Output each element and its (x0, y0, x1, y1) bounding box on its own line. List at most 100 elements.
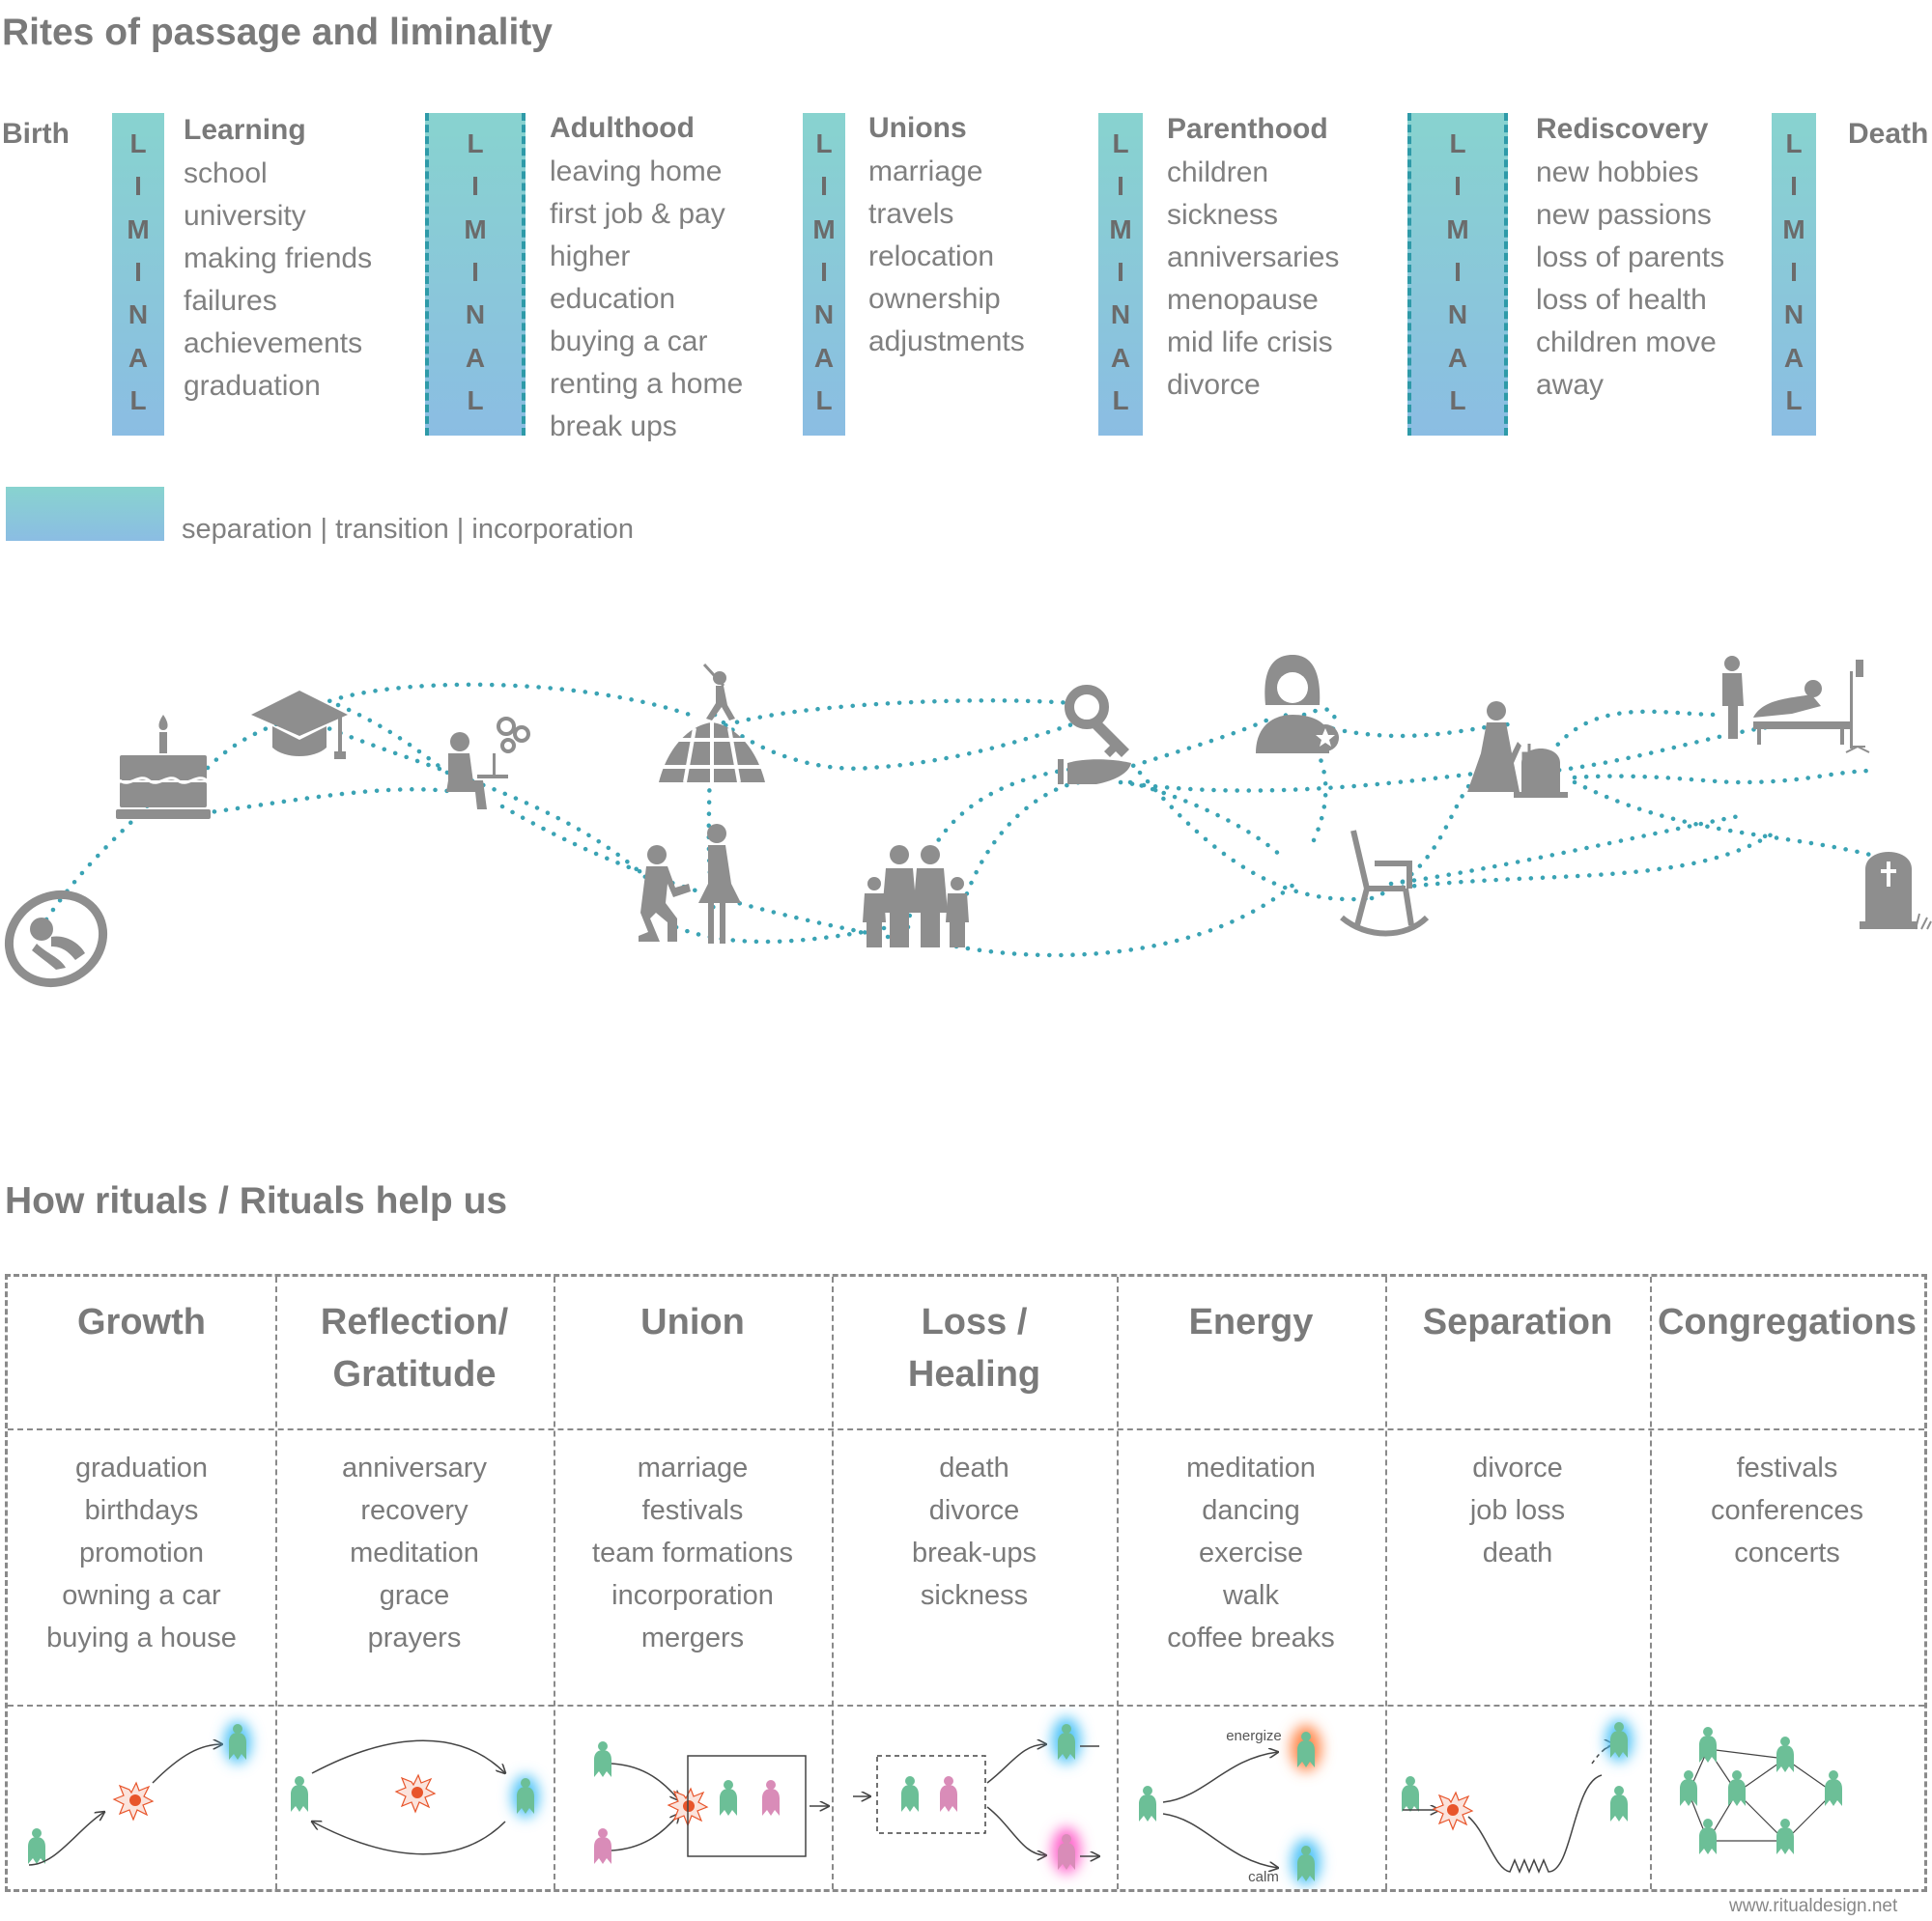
column-heading: Union (640, 1302, 745, 1342)
journey-paths (43, 682, 1891, 958)
tombstone-icon (1860, 852, 1932, 930)
col-divider (1385, 1277, 1387, 1889)
col-divider (275, 1277, 277, 1889)
phase-title: Adulthood (550, 112, 695, 144)
col-divider (1650, 1277, 1652, 1889)
phase-item: school (184, 157, 268, 189)
site-credit: www.ritualdesign.net (1729, 1896, 1898, 1916)
reflection-diagram (291, 1739, 539, 1855)
phase-item: mid life crisis (1167, 326, 1333, 358)
phase-item: first job & pay (550, 198, 725, 230)
phase-title: Rediscovery (1536, 113, 1709, 145)
col-divider (1117, 1277, 1119, 1889)
mourner-at-grave-icon (1467, 701, 1568, 798)
phase-item: adjustments (868, 325, 1025, 357)
rocking-chair-icon (1340, 830, 1430, 937)
mother-icon (1256, 655, 1339, 753)
phase-item: new hobbies (1536, 156, 1699, 188)
section-title-rituals: How rituals / Rituals help us (5, 1180, 508, 1222)
phase-item: break ups (550, 410, 677, 442)
phase-item: travels (868, 198, 954, 230)
death-label: Death (1848, 118, 1929, 150)
column-heading: Energy (1188, 1302, 1314, 1342)
climber-on-summit-icon (659, 663, 765, 783)
phase-item: loss of parents (1536, 241, 1725, 273)
loss-healing-diagram (853, 1717, 1099, 1874)
congregations-diagram (1680, 1727, 1842, 1854)
phase-item: graduation (184, 370, 321, 402)
phase-adulthood: Adulthood leaving home first job & pay h… (550, 112, 743, 448)
birth-label: Birth (2, 118, 70, 150)
energy-diagram: energize calm (1139, 1725, 1321, 1885)
union-diagram (594, 1741, 829, 1864)
phase-item: failures (184, 285, 277, 317)
section-title-rites: Rites of passage and liminality (2, 12, 553, 53)
phase-parenthood: Parenthood children sickness anniversari… (1167, 113, 1339, 407)
phase-item: renting a home (550, 368, 744, 400)
family-icon (863, 845, 969, 947)
phase-item: buying a car (550, 325, 708, 357)
hospital-bed-icon (1722, 656, 1870, 753)
phase-item: menopause (1167, 284, 1319, 316)
phase-item: sickness (1167, 199, 1279, 231)
house-key-icon (1058, 685, 1131, 784)
col-divider (554, 1277, 555, 1889)
phase-item: anniversaries (1167, 241, 1340, 273)
phase-rediscovery: Rediscovery new hobbies new passions los… (1536, 113, 1724, 407)
phase-item: achievements (184, 327, 363, 359)
column-heading: Loss /Healing (907, 1302, 1041, 1395)
life-journey-map (4, 655, 1932, 988)
phase-item: divorce (1167, 369, 1261, 401)
phase-item: ownership (868, 283, 1001, 315)
column-heading: Congregations (1657, 1302, 1918, 1342)
phase-title: Parenthood (1167, 113, 1328, 145)
phase-item: marriage (868, 155, 983, 187)
phase-item: higher (550, 240, 631, 272)
worker-at-desk-icon (446, 717, 530, 809)
phase-item: making friends (184, 242, 373, 274)
phase-item: university (184, 200, 306, 232)
phase-item: away (1536, 369, 1605, 401)
phase-item: relocation (868, 240, 995, 272)
column-heading: Growth (77, 1302, 206, 1342)
phase-item: children move (1536, 326, 1717, 358)
legend-swatch (6, 487, 164, 541)
col-divider (832, 1277, 834, 1889)
separation-diagram (1402, 1719, 1633, 1874)
phase-item: new passions (1536, 199, 1712, 231)
row-divider (8, 1705, 1924, 1707)
column-heading: Separation (1422, 1302, 1613, 1342)
legend-text: separation | transition | incorporation (182, 514, 635, 545)
row-divider (8, 1428, 1924, 1430)
phase-item: leaving home (550, 155, 723, 187)
energize-label: energize (1226, 1728, 1282, 1744)
graduation-cap-icon (251, 691, 348, 759)
baby-icon (4, 890, 108, 988)
proposal-icon (639, 824, 741, 944)
phase-item: education (550, 283, 676, 315)
birthday-cake-icon (116, 715, 211, 819)
calm-label: calm (1248, 1869, 1279, 1885)
phase-learning: Learning school university making friend… (184, 114, 372, 408)
growth-diagram (28, 1721, 251, 1866)
